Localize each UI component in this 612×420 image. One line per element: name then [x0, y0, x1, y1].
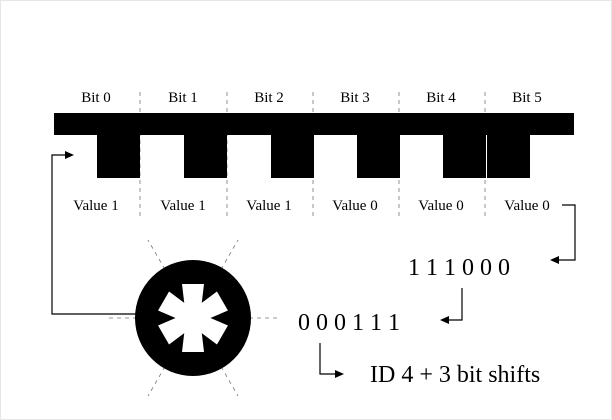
bit-label: Bit 5 — [512, 90, 542, 106]
bit-labels: Bit 0 Bit 1 Bit 2 Bit 3 Bit 4 Bit 5 — [81, 90, 542, 106]
strip-tooth — [357, 134, 400, 178]
result-arrow — [319, 343, 338, 375]
binary-read: 1 1 1 0 0 0 — [408, 255, 510, 281]
shift-arrow — [445, 288, 463, 321]
value-label: Value 1 — [160, 198, 205, 214]
value-label: Value 0 — [504, 198, 549, 214]
strip-tooth — [443, 134, 486, 178]
value-label: Value 0 — [418, 198, 463, 214]
strip-tooth — [184, 134, 227, 178]
bit-label: Bit 3 — [340, 90, 370, 106]
binary-shifted: 0 0 0 1 1 1 — [298, 310, 400, 336]
arrow-head-icon — [440, 316, 449, 324]
strip-bar — [54, 113, 574, 135]
value-label: Value 1 — [246, 198, 291, 214]
bit-label: Bit 2 — [254, 90, 284, 106]
arrow-head-icon — [65, 151, 74, 159]
wheel-blades — [158, 284, 228, 352]
arrow-head-icon — [550, 256, 559, 264]
result-text: ID 4 + 3 bit shifts — [370, 362, 540, 388]
bit-label: Bit 4 — [426, 90, 456, 106]
encoder-wheel — [106, 239, 280, 397]
value-label: Value 0 — [332, 198, 377, 214]
strip-tooth — [487, 134, 530, 178]
strip-tooth — [271, 134, 314, 178]
strip-tooth — [97, 134, 140, 178]
sensor-connector — [51, 154, 160, 315]
arrow-head-icon — [335, 370, 344, 378]
read-arrow — [555, 204, 576, 261]
bit-label: Bit 0 — [81, 90, 111, 106]
value-labels: Value 1 Value 1 Value 1 Value 0 Value 0 … — [73, 198, 549, 214]
value-label: Value 1 — [73, 198, 118, 214]
bit-label: Bit 1 — [168, 90, 198, 106]
encoder-strip — [54, 113, 574, 178]
